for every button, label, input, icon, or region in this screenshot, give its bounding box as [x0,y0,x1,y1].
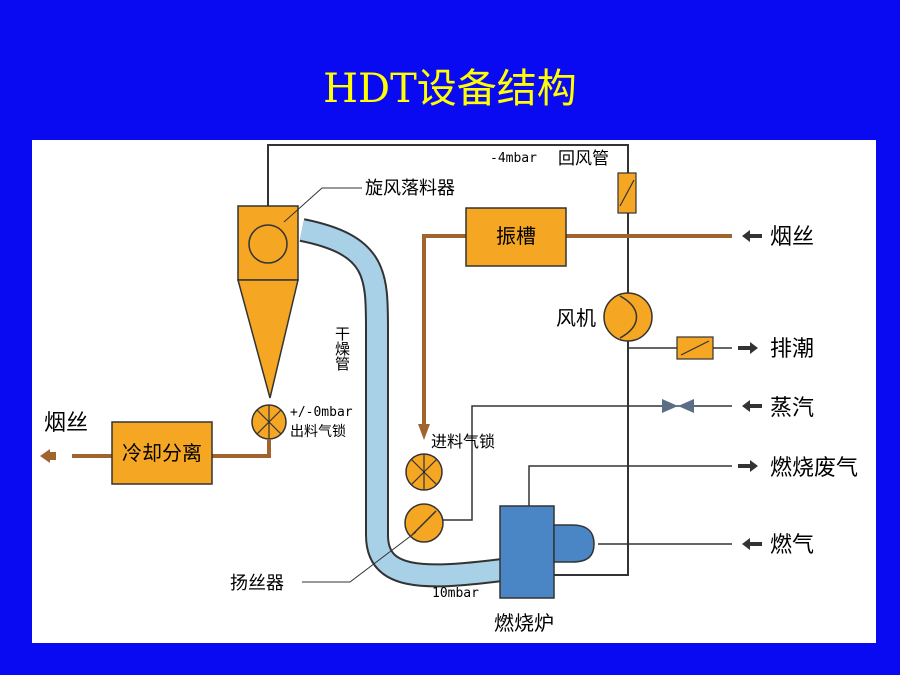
furnace [499,505,595,599]
tobacco-in-label: 烟丝 [770,225,814,250]
cyclone-separator [237,205,299,399]
tobacco-out-arrow-icon [40,449,56,463]
vibrating-trough [465,207,567,267]
spreader-label: 扬丝器 [230,573,284,594]
return-pipe-damper-icon [617,172,637,214]
gas-label: 燃气 [770,533,814,558]
return-pressure-label: -4mbar [490,151,537,166]
hdt-diagram: 冷却分离 振槽 [40,144,858,635]
exhaust-damper-icon [676,336,714,360]
outlet-pressure-label: +/-0mbar [290,405,353,420]
tobacco-in-line-arrow-icon [418,424,430,440]
tobacco-in-line [422,234,732,430]
cooling-separator [111,421,213,485]
steam-label: 蒸汽 [770,396,814,421]
cyclone-label: 旋风落料器 [365,178,455,199]
steam-arrow-icon [742,400,762,412]
inlet-airlock-label: 进料气锁 [431,432,495,451]
cooling-separator-label: 冷却分离 [122,441,202,465]
gas-arrow-icon [742,538,762,550]
drying-duct [299,218,504,588]
spreader-icon [404,503,444,543]
spreader-leader [302,531,417,583]
vibrating-trough-label: 振槽 [496,224,536,248]
tobacco-out-label: 烟丝 [44,411,88,436]
tobacco-in-arrow-icon [742,230,762,242]
drying-pipe-label: 干燥管 [333,326,351,371]
combustion-exhaust-label: 燃烧废气 [770,456,858,481]
furnace-label: 燃烧炉 [494,611,554,635]
fan-label: 风机 [556,306,596,330]
return-air-loop [267,144,629,576]
fan-icon [603,292,653,342]
diagram-panel: 冷却分离 振槽 [32,140,876,643]
combustion-exhaust-line [528,465,732,506]
steam-line [443,405,732,521]
outlet-airlock-icon [251,404,287,440]
exhaust-label: 排潮 [770,337,814,362]
inlet-airlock-icon [405,453,443,491]
steam-valve-icon [662,399,694,413]
combustion-exhaust-arrow-icon [738,460,758,472]
bottom-pressure-label: 10mbar [432,586,479,601]
cyclone-leader [283,187,362,223]
page-title: HDT设备结构 [323,66,577,112]
return-pipe-label: 回风管 [558,149,609,169]
outlet-airlock-label: 出料气锁 [290,424,346,440]
exhaust-arrow-icon [738,342,758,354]
